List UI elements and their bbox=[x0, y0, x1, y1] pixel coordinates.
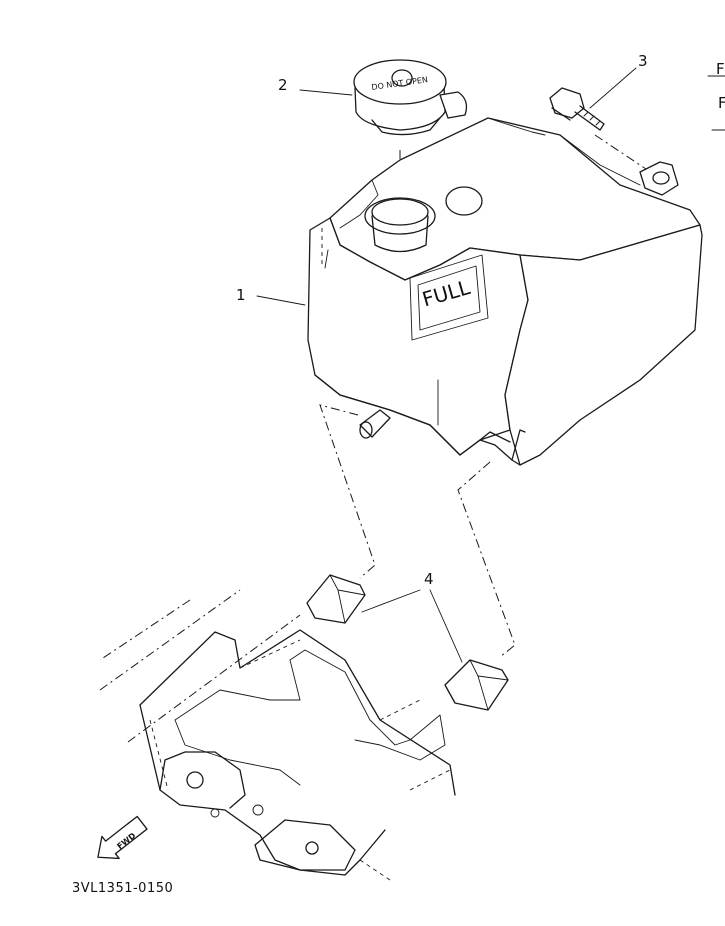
damper-right bbox=[444, 659, 509, 711]
edge-fragment bbox=[707, 75, 725, 131]
bolt bbox=[549, 87, 605, 131]
callout-2: 2 bbox=[278, 76, 288, 94]
callout-3: 3 bbox=[638, 52, 648, 70]
damper-left bbox=[306, 574, 366, 624]
coolant-reservoir-tank bbox=[307, 117, 703, 466]
callout-4: 4 bbox=[424, 570, 434, 588]
forward-direction-arrow bbox=[97, 815, 148, 860]
drawing-code: 3VL1351-0150 bbox=[72, 881, 173, 896]
frame-bracket bbox=[99, 589, 456, 881]
callout-1: 1 bbox=[236, 286, 246, 304]
leader-lines bbox=[256, 67, 637, 663]
reservoir-cap bbox=[353, 59, 468, 136]
edge-fragment-1: F bbox=[716, 60, 725, 78]
edge-fragment-2: F bbox=[718, 94, 725, 112]
